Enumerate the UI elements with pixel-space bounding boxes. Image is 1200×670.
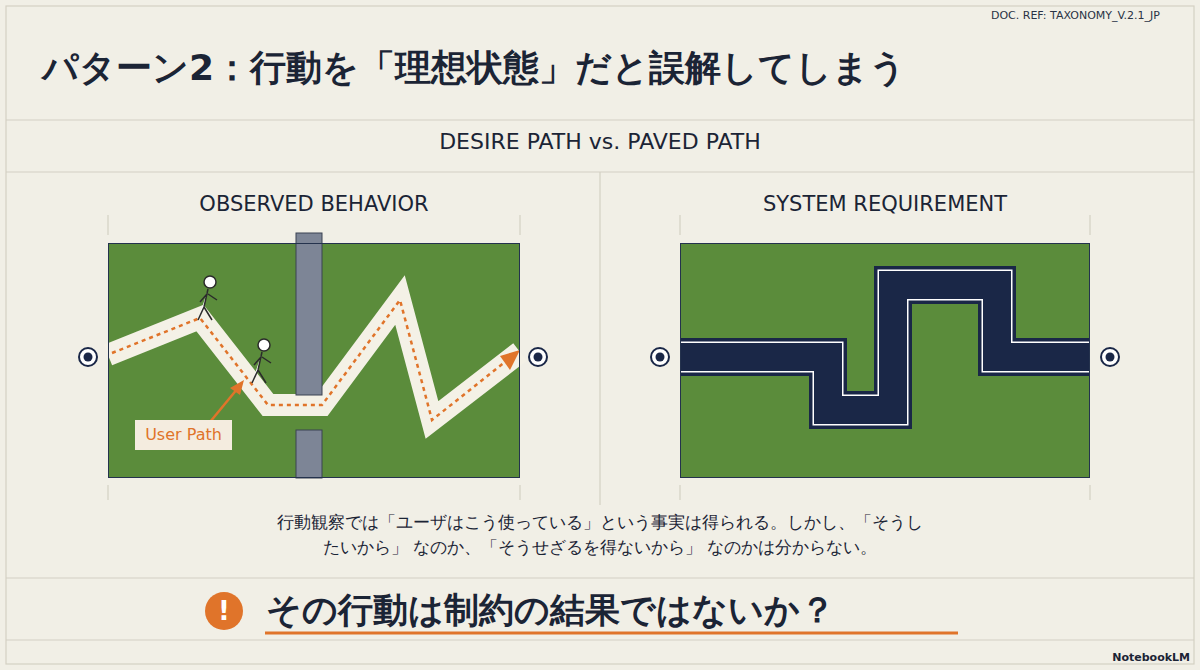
question-callout: その行動は制約の結果ではないか？ — [266, 587, 835, 634]
subtitle: DESIRE PATH vs. PAVED PATH — [0, 129, 1200, 154]
requirement-field: SYSTEM REQUIREMENT — [680, 243, 1090, 478]
doc-ref: DOC. REF: TAXONOMY_V.2.1_JP — [991, 9, 1160, 22]
title: パターン2：行動を「理想状態」だと誤解してしまう — [42, 44, 906, 93]
panel-heading: OBSERVED BEHAVIOR — [109, 192, 519, 216]
watermark: NotebookLM — [1112, 651, 1190, 664]
callout-label: User Path — [135, 420, 232, 450]
panel-heading: SYSTEM REQUIREMENT — [681, 192, 1089, 216]
caption: 行動観察では「ユーザはこう使っている」という事実は得られる。しかし、「そうしたい… — [275, 510, 925, 560]
alert-icon: ! — [205, 592, 243, 630]
